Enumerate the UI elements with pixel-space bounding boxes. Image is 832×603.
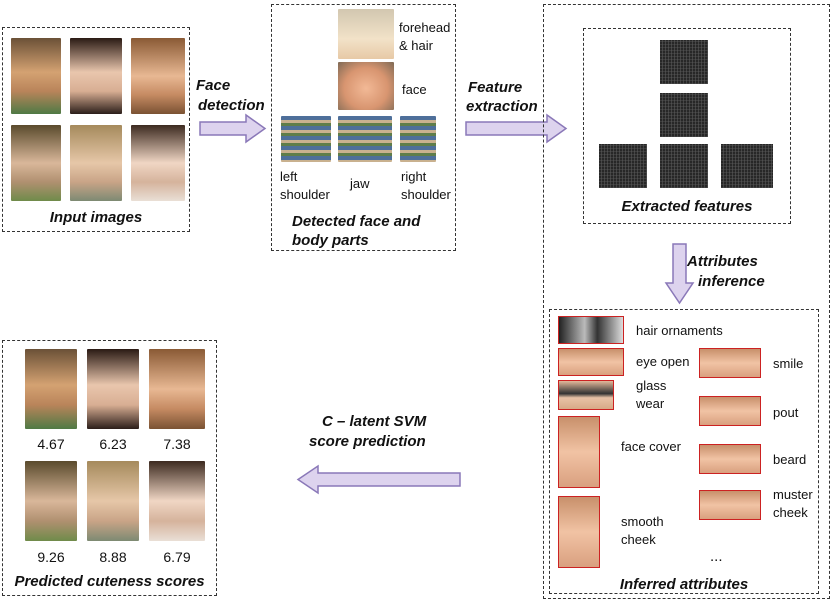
attr-face-cover-label: face cover	[621, 439, 681, 454]
right-outer-panel	[543, 4, 830, 599]
part-face	[338, 62, 394, 110]
input-images-title: Input images	[49, 209, 143, 226]
attributes-inference-label-2: inference	[698, 273, 765, 290]
extracted-features-panel: Extracted features	[583, 28, 791, 224]
label-left-2: shoulder	[280, 187, 330, 202]
input-images-panel: Input images	[2, 27, 190, 232]
detected-parts-panel: forehead & hair face left shoulder jaw r…	[271, 4, 456, 251]
attr-glass-label-2: wear	[636, 396, 665, 411]
input-photo-3	[131, 38, 185, 114]
attr-eye-open-img	[558, 348, 624, 376]
scored-photo-3	[149, 349, 205, 429]
scored-photo-2	[87, 349, 139, 429]
label-forehead-1: forehead	[399, 20, 451, 35]
attr-ellipsis: ...	[710, 548, 723, 565]
part-left-shoulder	[281, 116, 331, 162]
input-photo-6	[131, 125, 185, 201]
predicted-scores-title: Predicted cuteness scores	[14, 573, 205, 590]
label-forehead-2: & hair	[399, 38, 433, 53]
scored-photo-5	[87, 461, 139, 541]
attr-face-cover-img	[558, 416, 600, 488]
scored-photo-4	[25, 461, 77, 541]
attr-smile-label: smile	[773, 356, 804, 371]
attributes-inference-arrow	[664, 243, 695, 305]
attr-pout-label: pout	[773, 405, 799, 420]
attr-hair-ornaments-img	[558, 316, 624, 344]
extracted-features-title: Extracted features	[621, 198, 753, 215]
part-right-shoulder	[400, 116, 436, 162]
score-prediction-arrow	[296, 464, 461, 495]
label-face: face	[402, 82, 427, 97]
attr-beard-label: beard	[773, 452, 807, 467]
face-detection-arrow	[199, 113, 267, 144]
label-right-1: right	[401, 169, 427, 184]
detected-title-2: body parts	[292, 232, 369, 249]
attr-glass-label-1: glass	[636, 378, 667, 393]
feature-map-5	[721, 144, 773, 188]
attr-muster-cheek-label-2: cheek	[773, 505, 808, 520]
face-detection-label-2: detection	[198, 97, 265, 114]
feature-map-1	[660, 40, 708, 84]
input-photo-4	[11, 125, 61, 201]
part-jaw	[338, 116, 392, 162]
scored-photo-6	[149, 461, 205, 541]
score-prediction-label-1: C – latent SVM	[322, 413, 427, 430]
score-value-6: 6.79	[163, 549, 191, 565]
feature-map-2	[660, 93, 708, 137]
attr-beard-img	[699, 444, 761, 474]
feature-extraction-label-1: Feature	[468, 79, 523, 96]
feature-map-3	[599, 144, 647, 188]
score-value-1: 4.67	[37, 436, 65, 452]
inferred-attributes-panel: hair ornaments eye open glass wear face …	[549, 309, 819, 594]
input-photo-2	[70, 38, 122, 114]
feature-map-4	[660, 144, 708, 188]
face-detection-label-1: Face	[196, 77, 231, 94]
input-photo-1	[11, 38, 61, 114]
label-left-1: left	[280, 169, 298, 184]
attributes-inference-label-1: Attributes	[687, 253, 758, 270]
attr-pout-img	[699, 396, 761, 426]
attr-muster-cheek-img	[699, 490, 761, 520]
label-right-2: shoulder	[401, 187, 451, 202]
feature-extraction-arrow	[465, 113, 568, 144]
part-forehead-hair	[338, 9, 394, 59]
attr-hair-ornaments-label: hair ornaments	[636, 323, 723, 338]
score-value-3: 7.38	[163, 436, 191, 452]
attr-eye-open-label: eye open	[636, 354, 690, 369]
score-value-2: 6.23	[99, 436, 127, 452]
attr-smooth-cheek-label-2: cheek	[621, 532, 656, 547]
feature-extraction-label-2: extraction	[466, 98, 538, 115]
attr-smooth-cheek-label-1: smooth	[621, 514, 664, 529]
inferred-attributes-title: Inferred attributes	[619, 576, 749, 593]
label-jaw: jaw	[350, 176, 370, 191]
score-prediction-label-2: score prediction	[309, 433, 426, 450]
attr-smile-img	[699, 348, 761, 378]
attr-glass-wear-img	[558, 380, 614, 410]
score-value-4: 9.26	[37, 549, 65, 565]
predicted-scores-panel: 4.67 6.23 7.38 9.26 8.88 6.79 Predicted …	[2, 340, 217, 596]
scored-photo-1	[25, 349, 77, 429]
attr-muster-cheek-label-1: muster	[773, 487, 813, 502]
score-value-5: 8.88	[99, 549, 127, 565]
attr-smooth-cheek-img	[558, 496, 600, 568]
detected-title-1: Detected face and	[292, 213, 421, 230]
input-photo-5	[70, 125, 122, 201]
